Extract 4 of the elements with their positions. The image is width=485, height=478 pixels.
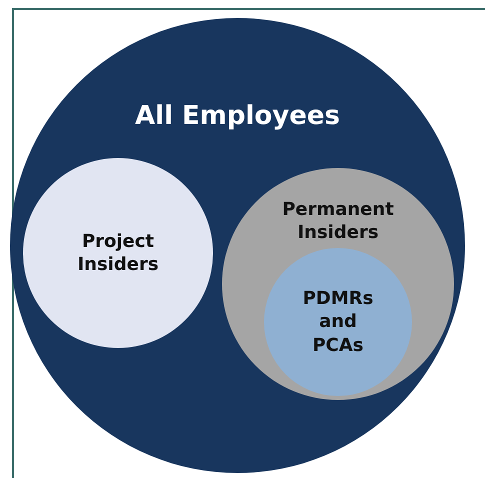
circle-label: Project Insiders: [76, 230, 160, 276]
circle-label: All Employees: [134, 100, 341, 133]
circle-label: PDMRs and PCAs: [302, 287, 374, 358]
circle-label: Permanent Insiders: [281, 198, 395, 245]
